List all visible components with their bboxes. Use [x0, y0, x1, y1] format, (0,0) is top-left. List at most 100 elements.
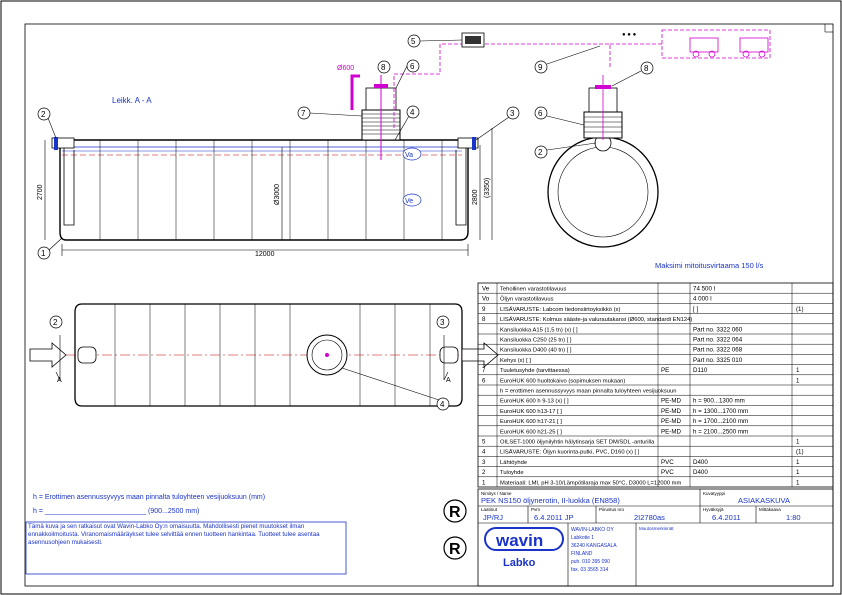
table-cell-desc: Materiaali: LMI, pH 3-10/Lämpötilaraja m… — [500, 480, 681, 486]
table-cell-pos: 7 — [482, 367, 486, 374]
callout-3: 3 — [475, 106, 520, 141]
section-a-right: A — [446, 377, 451, 384]
tb-drawing-no: 2I2780as — [634, 513, 665, 522]
table-cell-spec: Part no. 3322 060 — [693, 326, 743, 333]
tank-plan-outline — [74, 303, 463, 407]
tb-date: 6.4.2011 JP — [534, 513, 573, 522]
svg-text:4: 4 — [440, 400, 445, 409]
plan-callout-3: 3 — [436, 315, 450, 329]
table-cell-spec: Part no. 3325 010 — [693, 357, 743, 364]
table-cell-pos: Vo — [482, 296, 490, 303]
view-label: Leikk. A - A — [112, 96, 152, 105]
callout-2: 2 — [37, 107, 57, 139]
svg-text:Laatinut: Laatinut — [481, 507, 498, 512]
tb-changes-label: Muutosmerkinnät — [639, 526, 674, 531]
svg-text:2: 2 — [538, 148, 543, 157]
tb-name-label: Nimitys / Name — [481, 491, 512, 496]
svg-text:Mittakaava: Mittakaava — [759, 507, 781, 512]
svg-text:Hyväksyjä: Hyväksyjä — [703, 507, 724, 512]
svg-text:wavin: wavin — [495, 531, 543, 550]
table-cell-desc: EuroHUK 600 huoltokaivo (sopimuksen muka… — [500, 378, 625, 384]
table-cell-mat: PE-MD — [661, 398, 681, 405]
table-cell-qty: 1 — [796, 459, 800, 466]
table-cell-qty: (1) — [796, 306, 804, 313]
tb-company: WAVIN-LABKO OY — [571, 527, 614, 533]
section-a-left: A — [57, 377, 62, 384]
h-definition: h = Erottimen asennussyvyys maan pinnalt… — [33, 494, 265, 501]
plan-callout-4: 4 — [341, 367, 450, 411]
svg-text:8: 8 — [644, 64, 649, 73]
wavin-logo: wavin Labko — [484, 527, 564, 569]
table-cell-desc: OILSET-1000 öljynilyhtin hälytinsarja SE… — [500, 440, 655, 446]
table-cell-qty: 1 — [796, 367, 800, 374]
svg-text:4: 4 — [410, 108, 415, 117]
svg-text:36240 KANGASALA: 36240 KANGASALA — [571, 543, 617, 549]
table-cell-spec: h = 1700...2100 mm — [693, 418, 748, 425]
table-cell-pos: 8 — [482, 316, 486, 323]
svg-text:1: 1 — [41, 249, 46, 258]
svg-text:Pvm: Pvm — [531, 507, 540, 512]
table-cell-desc: Lähtöyhde — [500, 460, 527, 466]
h-field: h = __________________________ (900...25… — [33, 508, 199, 515]
title-block: Nimitys / Name PEK NS150 öljynerotin, II… — [477, 488, 834, 587]
table-cell-desc: Tuuletusyhde (tarvittaessa) — [500, 368, 570, 374]
tb-drawn: JP/RJ — [483, 513, 503, 522]
callout-1: 1 — [37, 237, 63, 260]
end-callout-2: 2 — [534, 142, 597, 159]
table-cell-desc: EuroHUK 600 h13-17 [ ] — [500, 409, 562, 415]
alarm-cable — [393, 43, 465, 128]
disclaimer-box — [25, 521, 347, 575]
svg-text:R: R — [449, 541, 461, 558]
table-cell-desc: LISÄVARUSTE: Labcom tiedonsiirtoyksikkö … — [500, 306, 620, 313]
tank-end-outline — [547, 136, 659, 248]
table-cell-mat: PE-MD — [661, 408, 681, 415]
dim-length: 12000 — [255, 251, 275, 258]
outlet-pipe — [457, 137, 479, 149]
dim-3350: (3350) — [484, 178, 491, 198]
table-cell-qty: (1) — [796, 449, 804, 456]
dim-2700: 2700 — [37, 184, 44, 200]
svg-text:6: 6 — [538, 109, 543, 118]
table-cell-pos: 2 — [482, 469, 486, 476]
table-cell-desc: EuroHUK 600 h21-25 [ ] — [500, 429, 562, 435]
svg-text:Labkotie 1: Labkotie 1 — [571, 535, 594, 541]
table-cell-pos: 3 — [482, 459, 486, 466]
flow-note: Maksimi mitoitusvirtaama 150 l/s — [655, 261, 764, 270]
svg-text:Piirustus nro: Piirustus nro — [599, 507, 625, 512]
plan-view: A A 2 3 4 — [29, 303, 499, 411]
table-cell-desc: h = erottimen asennussyvyys maan pinnalt… — [500, 389, 676, 395]
svg-text:Labko: Labko — [503, 557, 536, 569]
table-cell-pos: 9 — [482, 306, 486, 313]
svg-text:3: 3 — [510, 109, 515, 118]
tb-approved: 6.4.2011 — [712, 513, 741, 522]
notes-area: h = Erottimen asennussyvyys maan pinnalt… — [25, 494, 347, 575]
side-section-view: Leikk. A - A Ø6 — [37, 29, 771, 270]
svg-text:2: 2 — [53, 318, 58, 327]
table-cell-desc: Kansiluokka D400 (40 tn) [ ] — [500, 348, 572, 354]
table-cell-spec: D110 — [693, 367, 708, 374]
svg-text:Ve: Ve — [405, 198, 413, 205]
plan-callout-2: 2 — [49, 315, 63, 329]
table-cell-desc: EuroHUK 600 h17-21 [ ] — [500, 419, 562, 425]
svg-text:Va: Va — [405, 152, 413, 159]
table-cell-mat: PE — [661, 367, 669, 374]
table-cell-pos: 4 — [482, 449, 486, 456]
svg-text:3: 3 — [440, 318, 445, 327]
dim-2800: 2800 — [472, 189, 479, 205]
table-cell-pos: 5 — [482, 439, 486, 446]
svg-text:puh. 010 395 090: puh. 010 395 090 — [571, 559, 610, 565]
callout-6: 6 — [395, 59, 420, 89]
table-cell-spec: D400 — [693, 459, 708, 466]
table-cell-pos: 6 — [482, 377, 486, 384]
inner-frame — [24, 23, 834, 587]
disclaimer-text: Tämä kuva ja sen ratkaisut ovat Wavin-La… — [28, 523, 320, 546]
table-cell-spec: h = 2100...2500 mm — [693, 428, 748, 435]
end-view: 2 6 8 8 — [377, 60, 659, 248]
table-cell-spec: Part no. 3322 068 — [693, 347, 743, 354]
svg-text:8: 8 — [381, 63, 386, 72]
table-cell-desc: LISÄVARUSTE: Kolmus sääste-ja valurautak… — [500, 316, 692, 323]
tb-type: ASIAKASKUVA — [738, 496, 790, 505]
outflow-arrow — [461, 342, 499, 368]
svg-text:FINLAND: FINLAND — [571, 551, 593, 557]
